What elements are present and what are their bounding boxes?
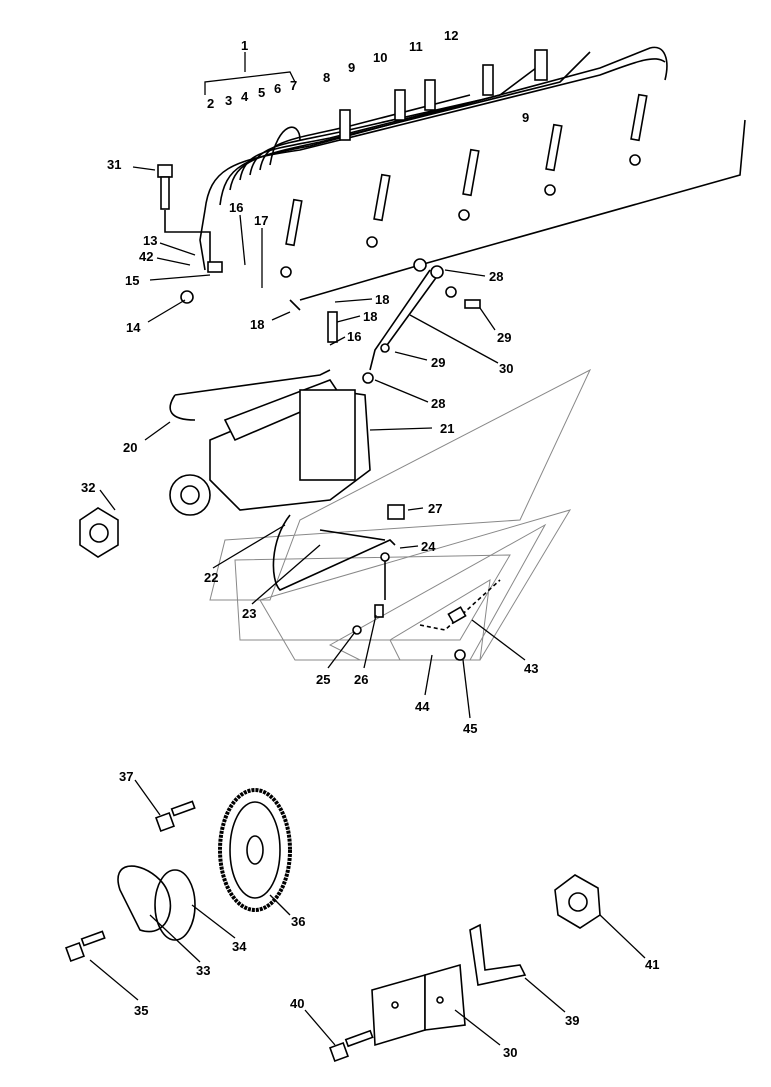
callout-6: 6 — [274, 81, 281, 96]
callout-12: 12 — [444, 28, 458, 43]
callout-44: 44 — [415, 699, 430, 714]
callout-25: 25 — [316, 672, 330, 687]
callout-15: 15 — [125, 273, 139, 288]
callout-31: 31 — [107, 157, 121, 172]
callout-5: 5 — [258, 85, 265, 100]
callout-16b: 16 — [347, 329, 361, 344]
callout-18: 18 — [250, 317, 264, 332]
callout-18b: 18 — [375, 292, 389, 307]
callout-16: 16 — [229, 200, 243, 215]
callout-20: 20 — [123, 440, 137, 455]
callout-labels: 1 2 3 4 5 6 7 8 9 10 11 12 9 31 16 17 13… — [81, 28, 659, 1060]
callout-41: 41 — [645, 957, 659, 972]
return-line — [272, 504, 501, 661]
callout-30: 30 — [499, 361, 513, 376]
callout-17: 17 — [254, 213, 268, 228]
callout-3: 3 — [225, 93, 232, 108]
callout-39: 39 — [565, 1013, 579, 1028]
callout-28b: 28 — [431, 396, 445, 411]
injection-pipes — [199, 46, 746, 311]
callout-32: 32 — [81, 480, 95, 495]
cover-33 — [117, 865, 196, 941]
callout-10: 10 — [373, 50, 387, 65]
callout-14: 14 — [126, 320, 141, 335]
injectors — [280, 93, 648, 278]
brackets — [371, 923, 527, 1047]
callout-29b: 29 — [431, 355, 445, 370]
callout-13: 13 — [143, 233, 157, 248]
callout-8: 8 — [323, 70, 330, 85]
callout-1: 1 — [241, 38, 248, 53]
callout-45: 45 — [463, 721, 477, 736]
nut-32 — [79, 507, 119, 558]
callout-18c: 18 — [363, 309, 377, 324]
callout-37: 37 — [119, 769, 133, 784]
callout-33: 33 — [196, 963, 210, 978]
callout-7: 7 — [290, 78, 297, 93]
callout-26: 26 — [354, 672, 368, 687]
watermark-logo — [209, 368, 592, 661]
callout-28: 28 — [489, 269, 503, 284]
callout-9: 9 — [348, 60, 355, 75]
leak-off-pipe — [327, 258, 481, 384]
bolt-31 — [157, 164, 211, 270]
injection-pump — [169, 369, 371, 516]
bolts — [65, 800, 374, 1062]
callout-29: 29 — [497, 330, 511, 345]
callout-2: 2 — [207, 96, 214, 111]
clamps — [180, 49, 548, 304]
callout-40: 40 — [290, 996, 304, 1011]
callout-24: 24 — [421, 539, 436, 554]
callout-9b: 9 — [522, 110, 529, 125]
callout-22: 22 — [204, 570, 218, 585]
callout-23: 23 — [242, 606, 256, 621]
callout-43: 43 — [524, 661, 538, 676]
callout-21: 21 — [440, 421, 454, 436]
callout-34: 34 — [232, 939, 247, 954]
nut-41 — [554, 874, 601, 929]
callout-27: 27 — [428, 501, 442, 516]
callout-30b: 30 — [503, 1045, 517, 1060]
callout-4: 4 — [241, 89, 249, 104]
callout-42: 42 — [139, 249, 153, 264]
gear-36 — [218, 788, 292, 912]
callout-36: 36 — [291, 914, 305, 929]
callout-11: 11 — [409, 39, 423, 54]
callout-35: 35 — [134, 1003, 148, 1018]
leader-lines — [89, 52, 646, 1046]
